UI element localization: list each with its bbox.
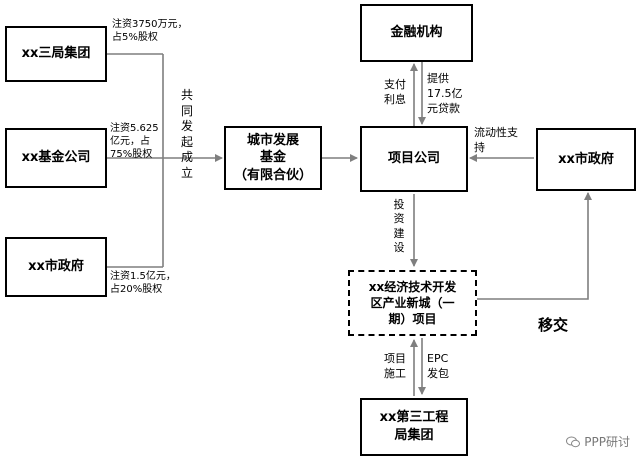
financial-institution-box: 金融机构 bbox=[360, 4, 473, 62]
city-government-left-label: xx市政府 bbox=[28, 259, 84, 275]
epc-contract-label: EPC 发包 bbox=[427, 352, 449, 380]
sanju-investment-label: 注资3750万元， 占5%股权 bbox=[112, 19, 188, 43]
third-engineering-bureau-box: xx第三工程 局集团 bbox=[360, 398, 468, 456]
city-development-fund-box: 城市发展 基金 （有限合伙） bbox=[224, 126, 322, 190]
pay-interest-label: 支付 利息 bbox=[384, 78, 406, 106]
wechat-icon bbox=[566, 436, 581, 447]
city-government-right-box: xx市政府 bbox=[536, 128, 636, 191]
financial-institution-label: 金融机构 bbox=[390, 25, 443, 41]
fund-company-label: xx基金公司 bbox=[21, 150, 91, 166]
city-development-fund-label: 城市发展 基金 （有限合伙） bbox=[233, 132, 312, 183]
invest-build-label: 投 资 建 设 bbox=[393, 198, 405, 254]
liquidity-support-label: 流动性支 持 bbox=[474, 126, 518, 154]
city-government-left-box: xx市政府 bbox=[5, 237, 107, 297]
industrial-new-city-project-label: xx经济技术开发 区产业新城（一 期）项目 bbox=[368, 279, 457, 327]
city-government-right-label: xx市政府 bbox=[558, 151, 614, 167]
project-construction-label: 项目 施工 bbox=[384, 352, 406, 380]
sanju-group-box: xx三局集团 bbox=[5, 26, 107, 82]
loan-label: 提供 17.5亿 元贷款 bbox=[427, 72, 463, 115]
transfer-label: 移交 bbox=[538, 316, 569, 334]
watermark-text: PPP研讨 bbox=[584, 435, 630, 449]
industrial-new-city-project-box: xx经济技术开发 区产业新城（一 期）项目 bbox=[348, 270, 477, 336]
fund-investment-label: 注资5.625 亿元，占 75%股权 bbox=[110, 123, 159, 160]
watermark: PPP研讨 bbox=[566, 433, 630, 450]
co-found-label: 共 同 发 起 成 立 bbox=[180, 88, 193, 180]
fund-company-box: xx基金公司 bbox=[5, 128, 107, 188]
arrow-transfer bbox=[477, 192, 592, 300]
government-investment-label: 注资1.5亿元， 占20%股权 bbox=[110, 271, 176, 295]
project-company-label: 项目公司 bbox=[387, 151, 440, 167]
third-engineering-bureau-label: xx第三工程 局集团 bbox=[379, 410, 449, 443]
sanju-group-label: xx三局集团 bbox=[21, 46, 91, 62]
project-company-box: 项目公司 bbox=[360, 126, 468, 192]
